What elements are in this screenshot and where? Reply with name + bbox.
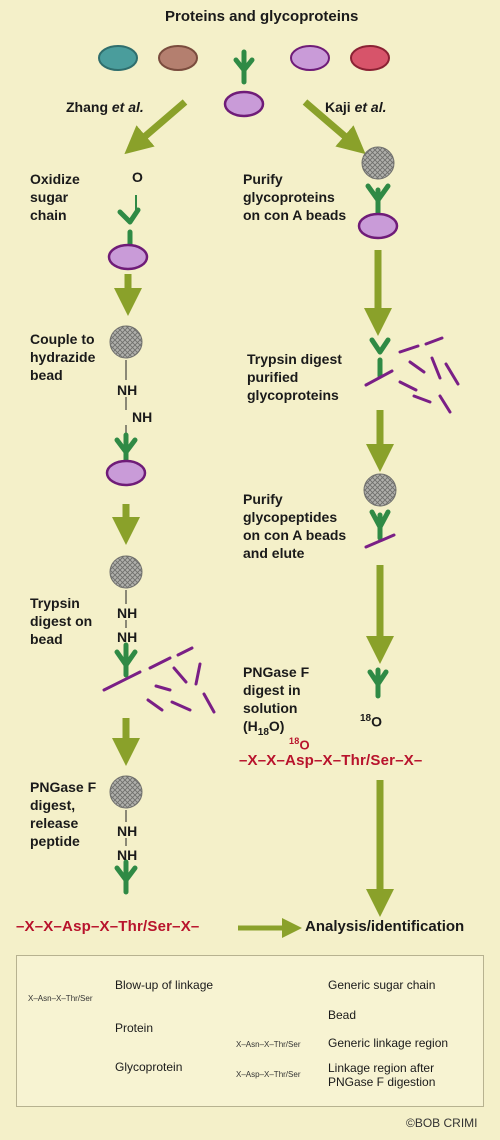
hydrazide-nh-1: NH — [117, 382, 138, 398]
legend-sugar-label: Generic sugar chain — [328, 978, 436, 992]
left-step-oxidize: Oxidize sugar chain — [30, 171, 80, 223]
diagram-title: Proteins and glycoproteins — [165, 8, 359, 25]
pngase-step-text: PNGase F digest in solution (H — [243, 664, 310, 734]
right-step-trypsin: Trypsin digest purified glycoproteins — [247, 351, 342, 403]
release-nh-2: NH — [117, 847, 138, 863]
left-step-trypsin: Trypsin digest on bead — [30, 595, 93, 647]
tryptic-fragments-right — [398, 336, 460, 414]
legend-glycoprotein-label: Glycoprotein — [115, 1060, 183, 1074]
bead-nh-1: NH — [117, 605, 138, 621]
tryptic-fragments-left — [146, 646, 216, 714]
legend-box — [16, 955, 484, 1107]
legend-bead-label: Bead — [328, 1008, 357, 1022]
right-seq-isotope: 18O — [289, 736, 310, 752]
digested-glycopeptide — [364, 337, 394, 387]
conA-bead-glycopeptide — [363, 473, 397, 549]
left-step-couple: Couple to hydrazide bead — [30, 331, 96, 383]
bead-nh-2: NH — [117, 629, 138, 645]
protein-oval-teal — [98, 45, 138, 71]
left-author-etal: et al. — [111, 99, 144, 115]
left-branch-author: Zhang et al. — [66, 98, 144, 116]
free-sugar-isotope-label: 18O — [360, 710, 382, 731]
legend-generic-region-label: Generic linkage region — [328, 1036, 449, 1050]
arrow-to-left-branch — [124, 99, 188, 155]
right-seq-iso-o: O — [299, 737, 310, 753]
protein-ovals — [98, 45, 390, 71]
aldehyde-oxygen: O — [132, 169, 143, 185]
protein-oval-brown — [158, 45, 198, 71]
hydrazide-nh-2: NH — [132, 409, 153, 425]
right-branch-author: Kaji et al. — [325, 98, 386, 116]
water-isotope: 18 — [257, 726, 269, 738]
right-seq-suffix: –X–Thr/Ser–X– — [313, 752, 423, 769]
bead-released-sugar — [109, 775, 143, 895]
bead-peptide-digest — [102, 555, 143, 692]
water-tail: O) — [268, 718, 285, 734]
right-seq-asp: Asp — [285, 752, 314, 769]
legend-pngase-region-code: X–Asp–X–Thr/Ser — [236, 1070, 301, 1079]
right-step-purify-glycoproteins: Purify glycoproteins on con A beads — [243, 171, 347, 223]
conA-bead-glycoprotein — [357, 146, 399, 240]
credit: ©BOB CRIMI — [406, 1116, 478, 1130]
legend-blowup-label: Blow-up of linkage — [115, 978, 214, 992]
top-glycoprotein — [223, 49, 265, 118]
protein-oval-red — [350, 45, 390, 71]
oxidized-glycoprotein — [107, 195, 149, 271]
free-sugar-chain — [367, 667, 389, 699]
iso-label-mass: 18 — [360, 713, 372, 724]
right-seq-iso-mass: 18 — [289, 736, 300, 746]
legend-blowup-region: X–Asn–X–Thr/Ser — [28, 994, 93, 1003]
legend-protein-label: Protein — [115, 1021, 154, 1035]
right-step-pngase: PNGase F digest in solution (H18O) — [243, 663, 328, 742]
right-seq-prefix: –X–X– — [239, 752, 286, 769]
left-step-pngase: PNGase F digest, release peptide — [30, 779, 97, 849]
analysis-label: Analysis/identification — [305, 918, 465, 935]
right-author-name: Kaji — [325, 99, 351, 115]
right-author-etal: et al. — [354, 99, 387, 115]
legend-generic-region-code: X–Asn–X–Thr/Ser — [236, 1040, 301, 1049]
protein-oval-lavender — [290, 45, 330, 71]
iso-label-o: O — [371, 713, 383, 730]
release-nh-1: NH — [117, 823, 138, 839]
left-peptide-sequence: –X–X–Asp–X–Thr/Ser–X– — [16, 918, 200, 935]
left-author-name: Zhang — [66, 99, 108, 115]
right-step-purify-glycopeptides: Purify glycopeptides on con A beads and … — [243, 491, 347, 561]
arrow-to-right-branch — [302, 99, 366, 155]
hydrazide-bead-glycoprotein — [105, 325, 147, 487]
legend-pngase-region-label: Linkage region after PNGase F digestion — [328, 1061, 436, 1089]
